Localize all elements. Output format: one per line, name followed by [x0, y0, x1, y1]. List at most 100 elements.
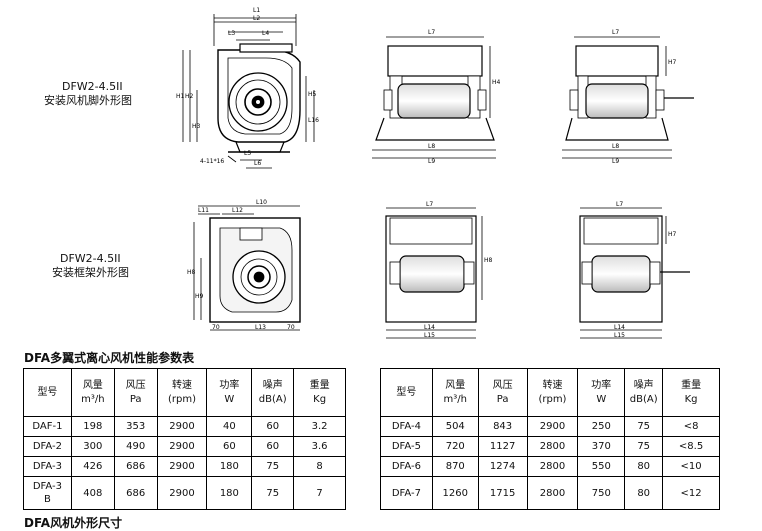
- cell-weight: 7: [293, 476, 346, 510]
- side-view-frame-center: [385, 207, 483, 339]
- side-view-frame-center-labels: L7 H8 L14 L15: [424, 201, 493, 339]
- front-view-frame: [193, 205, 301, 331]
- cell-speed: 2800: [526, 436, 579, 457]
- dim-L5: L5: [244, 150, 251, 157]
- dim-L6: L6: [254, 160, 261, 167]
- dim-70-left: 70: [212, 324, 220, 331]
- cell-flow: 300: [70, 436, 115, 457]
- dim-L11: L11: [198, 207, 209, 214]
- drawing1-caption-desc: 安装风机脚外形图: [44, 94, 132, 107]
- cell-speed: 2900: [156, 436, 208, 457]
- cell-pressure: 1127: [477, 436, 528, 457]
- dim-holes: 4-11*16: [200, 158, 224, 165]
- dim-H8: H8: [187, 269, 196, 276]
- cell-weight: 3.2: [293, 416, 346, 437]
- dim-L15-b: L15: [614, 332, 625, 339]
- cell-power: 250: [577, 416, 626, 437]
- cell-model: DFA-7: [380, 476, 433, 510]
- dim-H5: H5: [308, 91, 317, 98]
- dim-L10: L10: [256, 199, 267, 206]
- cell-noise: 80: [624, 456, 664, 477]
- side-view-foot-right-labels: L7 L8 L9 H7: [612, 29, 677, 165]
- cell-model: DFA-4: [380, 416, 433, 437]
- drawing1-caption-model: DFW2-4.5II: [62, 80, 123, 93]
- cell-pressure: 843: [477, 416, 528, 437]
- cell-pressure: 1715: [477, 476, 528, 510]
- cell-weight: <8: [662, 416, 720, 437]
- cell-noise: 75: [624, 416, 664, 437]
- cell-weight: 8: [293, 456, 346, 477]
- side-view-frame-right-labels: L7 H7 L14 L15: [614, 201, 677, 339]
- cell-noise: 60: [251, 436, 295, 457]
- front-view-frame-labels: L10 L11 L12 H8 H9 70 L13 70: [187, 199, 295, 331]
- dim-L8-a: L8: [428, 143, 435, 150]
- cell-pressure: 1274: [477, 456, 528, 477]
- dim-L9-a: L9: [428, 158, 435, 165]
- cell-pressure: 490: [113, 436, 158, 457]
- cell-power: 370: [577, 436, 626, 457]
- drawing1-caption: DFW2-4.5II 安装风机脚外形图: [44, 80, 132, 108]
- front-view-foot-labels: L1 L2 L3 L4 H1 H2 H3 H5 L16 L5 L6 4-11*1…: [176, 7, 319, 167]
- dim-L15-a: L15: [424, 332, 435, 339]
- dim-H7-b: H7: [668, 231, 677, 238]
- dim-L13: L13: [255, 324, 266, 331]
- footer-title: DFA风机外形尺寸: [24, 516, 123, 530]
- cell-speed: 2900: [156, 456, 208, 477]
- dim-L1: L1: [253, 7, 260, 14]
- drawing2-caption: DFW2-4.5II 安装框架外形图: [52, 252, 129, 280]
- cell-weight: 3.6: [293, 436, 346, 457]
- cell-speed: 2800: [526, 456, 579, 477]
- dim-L14-b: L14: [614, 324, 625, 331]
- cell-model: DFA-2: [23, 436, 72, 457]
- dim-H8-b: H8: [484, 257, 493, 264]
- dim-H2: H2: [185, 93, 194, 100]
- dim-L16: L16: [308, 117, 319, 124]
- cell-flow: 426: [70, 456, 115, 477]
- cell-speed: 2900: [156, 476, 208, 510]
- dim-70-right: 70: [287, 324, 295, 331]
- cell-power: 40: [206, 416, 253, 437]
- cell-noise: 75: [251, 456, 295, 477]
- cell-noise: 80: [624, 476, 664, 510]
- side-view-frame-right: [579, 207, 690, 339]
- cell-model: DFA-3B: [23, 476, 72, 510]
- header-speed: 转速(rpm): [526, 368, 579, 417]
- front-view-foot: [182, 14, 315, 169]
- side-view-foot-center: [372, 36, 496, 159]
- cell-flow: 1260: [431, 476, 479, 510]
- header-model: 型号: [380, 368, 433, 417]
- cell-power: 180: [206, 476, 253, 510]
- cell-weight: <8.5: [662, 436, 720, 457]
- dim-L12: L12: [232, 207, 243, 214]
- cell-weight: <10: [662, 456, 720, 477]
- drawing2-caption-desc: 安装框架外形图: [52, 266, 129, 279]
- dim-H4: H4: [492, 79, 501, 86]
- cell-flow: 198: [70, 416, 115, 437]
- dim-H3: H3: [192, 123, 201, 130]
- cell-speed: 2900: [156, 416, 208, 437]
- cell-model: DFA-6: [380, 456, 433, 477]
- cell-pressure: 686: [113, 456, 158, 477]
- dim-L7-a: L7: [428, 29, 435, 36]
- cell-flow: 870: [431, 456, 479, 477]
- dim-L14-a: L14: [424, 324, 435, 331]
- dim-L3: L3: [228, 30, 235, 37]
- cell-pressure: 686: [113, 476, 158, 510]
- cell-model: DFA-5: [380, 436, 433, 457]
- cell-flow: 720: [431, 436, 479, 457]
